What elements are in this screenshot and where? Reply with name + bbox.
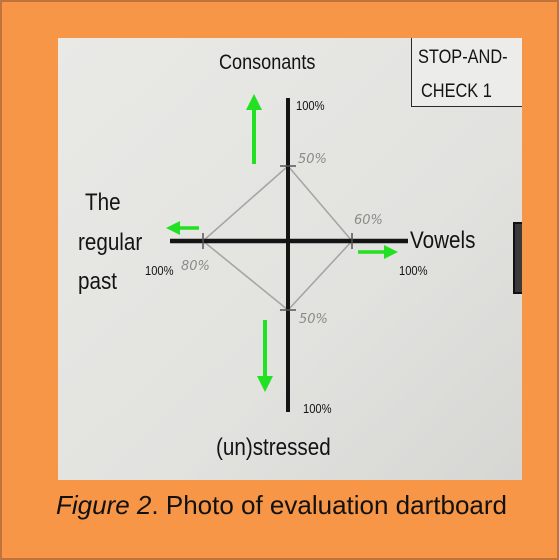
axis-label-top: Consonants [219,51,316,74]
axis-label-left-line-2: regular [78,229,143,256]
mark-left: 80% [181,259,210,274]
mark-top: 50% [298,152,327,167]
axis-label-right: Vowels [410,227,476,254]
mark-bottom: 50% [299,312,328,327]
dartboard-photo: STOP-AND- CHECK 1 Consonants (un)stresse… [58,38,522,480]
dartboard-drawing [58,38,522,480]
scale-top: 100% [296,98,325,113]
arrow-right [358,245,398,259]
caption-label: Figure 2 [56,490,152,520]
box-label-line-2: CHECK 1 [421,81,492,102]
caption-text: Photo of evaluation dartboard [158,490,507,520]
caption-separator: . [151,490,159,520]
stop-and-check-box [411,38,522,107]
box-label-line-1: STOP-AND- [418,47,508,68]
scale-right: 100% [399,263,428,278]
mark-right: 60% [354,213,383,228]
axis-label-left-line-1: The [85,189,121,216]
scale-left: 100% [145,263,174,278]
arrow-left [166,221,199,235]
axis-label-bottom: (un)stressed [216,434,331,461]
scale-bottom: 100% [303,401,332,416]
arrow-down [257,320,273,392]
figure-caption: Figure 2. Photo of evaluation dartboard [2,490,559,521]
arrow-up [246,94,262,164]
dark-card-edge [513,222,522,294]
axis-label-left-line-3: past [78,268,118,295]
